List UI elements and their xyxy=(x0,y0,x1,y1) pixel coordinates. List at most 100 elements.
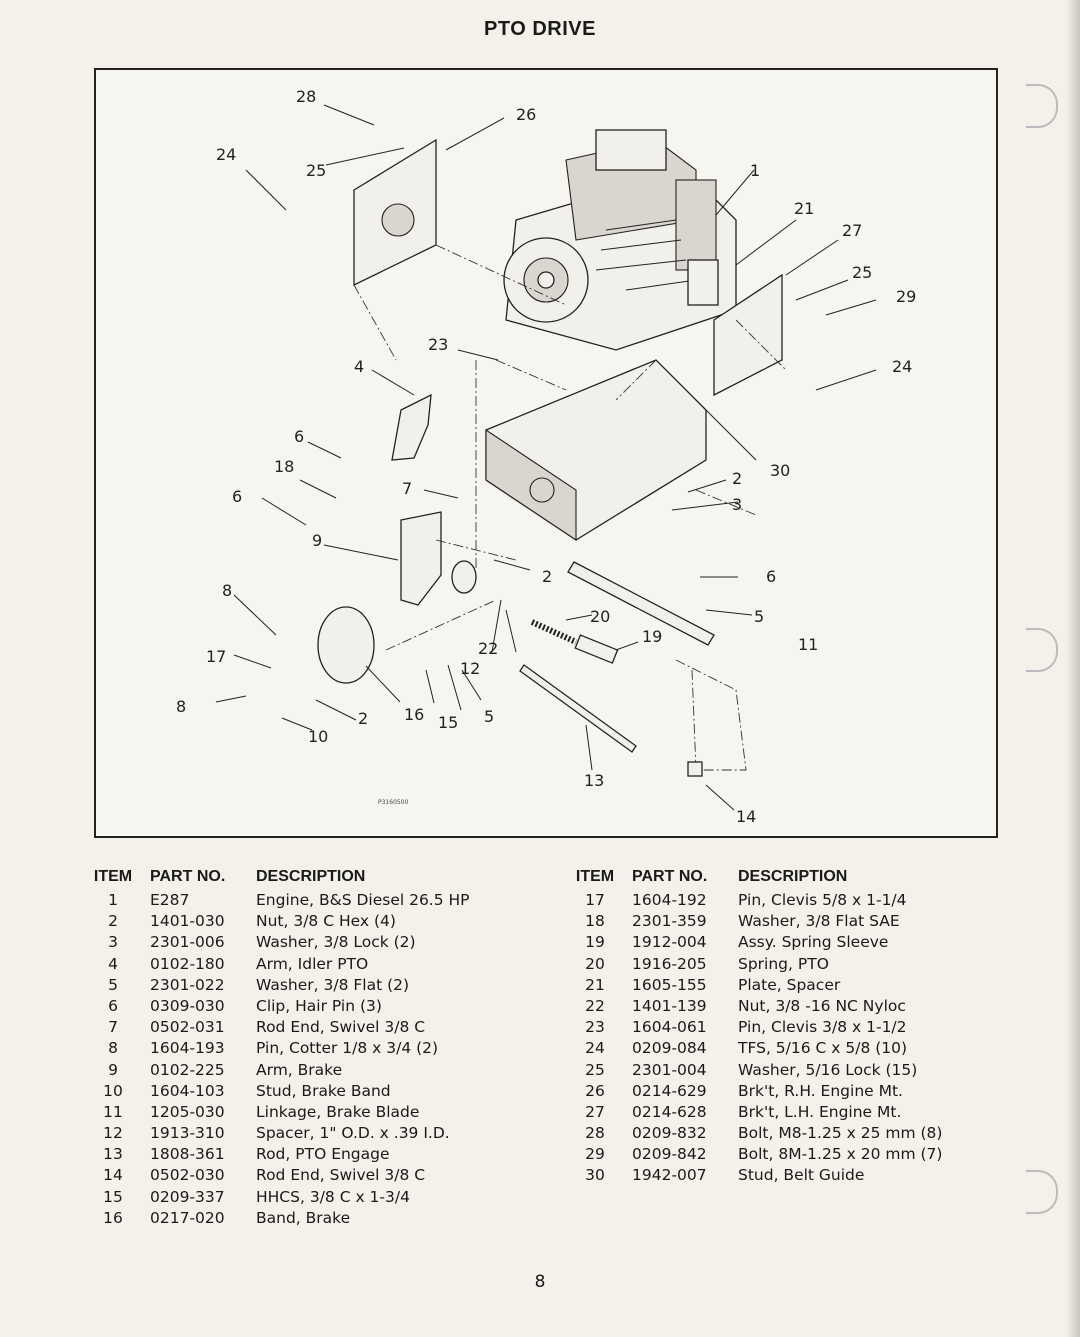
callout: 3 xyxy=(732,495,742,514)
deck-housing xyxy=(485,359,707,542)
callout: 24 xyxy=(216,145,236,164)
item-number: 28 xyxy=(585,1124,605,1143)
item-number: 27 xyxy=(585,1102,605,1121)
callout: 22 xyxy=(478,639,498,658)
callout: 12 xyxy=(460,659,480,678)
part-description: Clip, Hair Pin (3) xyxy=(256,996,382,1015)
header-description: DESCRIPTION xyxy=(256,868,366,885)
callout: 4 xyxy=(354,357,364,376)
part-number: 1916-205 xyxy=(632,954,707,973)
part-number: 0209-084 xyxy=(632,1039,707,1058)
callout: 16 xyxy=(404,705,424,724)
part-number: E287 xyxy=(150,891,190,909)
part-number: 1808-361 xyxy=(150,1145,225,1164)
callout: 1 xyxy=(750,161,760,180)
part-number: 1604-192 xyxy=(632,891,707,909)
table-row: 18 2301-359 Washer, 3/8 Flat SAE xyxy=(570,911,1008,932)
callout: 7 xyxy=(402,479,412,498)
callout: 18 xyxy=(274,457,294,476)
part-number: 1913-310 xyxy=(150,1124,225,1143)
callout: 29 xyxy=(896,287,916,306)
callout: 13 xyxy=(584,771,604,790)
item-number: 8 xyxy=(108,1039,118,1058)
header-part-no: PART NO. xyxy=(150,868,226,885)
callout: 24 xyxy=(892,357,912,376)
item-number: 6 xyxy=(108,996,118,1015)
part-description: Bolt, 8M-1.25 x 20 mm (7) xyxy=(738,1145,943,1164)
item-number: 22 xyxy=(585,996,605,1015)
part-number: 0214-629 xyxy=(632,1081,707,1100)
part-description: Washer, 3/8 Flat SAE xyxy=(738,912,900,931)
part-description: Rod, PTO Engage xyxy=(256,1145,390,1164)
callout-numbers: 28 26 24 25 1 21 27 25 29 23 4 24 6 18 3… xyxy=(176,87,916,826)
item-number: 5 xyxy=(108,975,118,994)
item-number: 26 xyxy=(585,1081,605,1100)
engine-illustration xyxy=(503,129,737,351)
part-number: 0214-628 xyxy=(632,1102,707,1121)
part-description: Brk't, L.H. Engine Mt. xyxy=(738,1102,902,1121)
part-description: HHCS, 3/8 C x 1-3/4 xyxy=(256,1187,410,1206)
item-number: 25 xyxy=(585,1060,605,1079)
part-number: 0102-180 xyxy=(150,954,225,973)
page-edge-shadow xyxy=(1066,0,1080,1337)
callout: 6 xyxy=(766,567,776,586)
part-number: 0502-031 xyxy=(150,1018,225,1037)
binder-hole-bottom xyxy=(1026,1170,1058,1214)
callout: 25 xyxy=(306,161,326,180)
callout: 17 xyxy=(206,647,226,666)
pto-spring xyxy=(530,619,578,645)
part-description: Assy. Spring Sleeve xyxy=(738,933,889,952)
item-number: 15 xyxy=(103,1187,123,1206)
part-description: Pin, Clevis 5/8 x 1-1/4 xyxy=(738,891,907,909)
item-number: 20 xyxy=(585,954,605,973)
part-description: Washer, 5/16 Lock (15) xyxy=(738,1060,918,1079)
header-item: ITEM xyxy=(93,868,133,885)
part-description: Engine, B&S Diesel 26.5 HP xyxy=(256,891,470,909)
part-description: Rod End, Swivel 3/8 C xyxy=(256,1166,426,1185)
part-number: 1604-061 xyxy=(632,1018,707,1037)
header-part-no: PART NO. xyxy=(632,868,708,885)
part-number: 1912-004 xyxy=(632,933,707,952)
item-number: 24 xyxy=(585,1039,605,1058)
part-number: 0209-337 xyxy=(150,1187,225,1206)
callout: 19 xyxy=(642,627,662,646)
binder-hole-middle xyxy=(1026,628,1058,672)
callout: 26 xyxy=(516,105,536,124)
item-number: 19 xyxy=(585,933,605,952)
centre-lines xyxy=(353,244,787,651)
callout: 23 xyxy=(428,335,448,354)
callout: 25 xyxy=(852,263,872,282)
part-number: 2301-004 xyxy=(632,1060,707,1079)
item-number: 21 xyxy=(585,975,605,994)
part-number: 1401-139 xyxy=(632,996,707,1015)
spring-sleeve xyxy=(574,634,619,664)
leader-lines xyxy=(215,104,877,811)
part-number: 1205-030 xyxy=(150,1102,225,1121)
callout: 10 xyxy=(308,727,328,746)
part-number: 2301-359 xyxy=(632,912,707,931)
pto-engage-rod xyxy=(519,664,637,753)
table-row: 25 2301-004 Washer, 5/16 Lock (15) xyxy=(570,1060,1008,1081)
part-description: Washer, 3/8 Lock (2) xyxy=(256,933,416,952)
callout: 5 xyxy=(754,607,764,626)
part-number: 0217-020 xyxy=(150,1208,225,1227)
item-number: 16 xyxy=(103,1208,123,1227)
part-description: Plate, Spacer xyxy=(738,975,841,994)
part-number: 0502-030 xyxy=(150,1166,225,1185)
item-number: 23 xyxy=(585,1018,605,1037)
item-number: 14 xyxy=(103,1166,123,1185)
item-number: 18 xyxy=(585,912,605,931)
part-description: Pin, Clevis 3/8 x 1-1/2 xyxy=(738,1018,907,1037)
